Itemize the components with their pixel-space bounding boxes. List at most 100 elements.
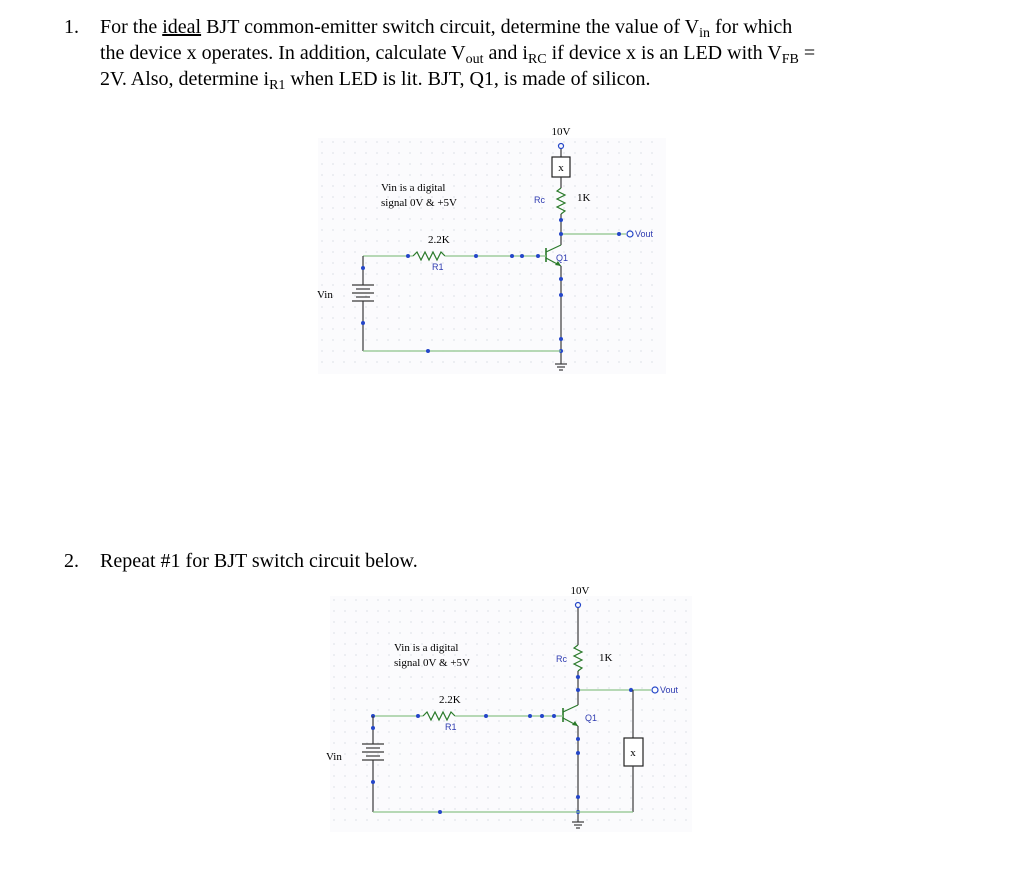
grid-dot bbox=[376, 207, 378, 209]
grid-dot bbox=[376, 262, 378, 264]
grid-dot bbox=[608, 665, 610, 667]
grid-dot bbox=[608, 753, 610, 755]
grid-dot bbox=[608, 632, 610, 634]
grid-dot bbox=[575, 731, 577, 733]
grid-dot bbox=[399, 709, 401, 711]
grid-dot bbox=[674, 610, 676, 612]
grid-dot bbox=[586, 819, 588, 821]
grid-dot bbox=[542, 720, 544, 722]
grid-dot bbox=[410, 808, 412, 810]
grid-dot bbox=[366, 621, 368, 623]
grid-dot bbox=[476, 599, 478, 601]
grid-dot bbox=[377, 808, 379, 810]
grid-dot bbox=[388, 819, 390, 821]
grid-dot bbox=[586, 599, 588, 601]
grid-dot bbox=[365, 328, 367, 330]
grid-dot bbox=[409, 229, 411, 231]
grid-dot bbox=[674, 632, 676, 634]
grid-dot bbox=[585, 218, 587, 220]
grid-dot bbox=[365, 295, 367, 297]
grid-dot bbox=[465, 643, 467, 645]
grid-dot bbox=[640, 328, 642, 330]
grid-dot bbox=[607, 174, 609, 176]
node-dot bbox=[536, 254, 540, 258]
grid-dot bbox=[674, 643, 676, 645]
grid-dot bbox=[596, 141, 598, 143]
grid-dot bbox=[355, 698, 357, 700]
grid-dot bbox=[388, 742, 390, 744]
grid-dot bbox=[376, 317, 378, 319]
grid-dot bbox=[685, 764, 687, 766]
grid-dot bbox=[508, 218, 510, 220]
grid-dot bbox=[586, 687, 588, 689]
grid-dot bbox=[619, 764, 621, 766]
grid-dot bbox=[432, 797, 434, 799]
note-line-2: signal 0V & +5V bbox=[394, 657, 470, 669]
grid-dot bbox=[333, 610, 335, 612]
grid-dot bbox=[420, 306, 422, 308]
grid-dot bbox=[586, 753, 588, 755]
grid-dot bbox=[388, 599, 390, 601]
grid-dot bbox=[354, 218, 356, 220]
grid-dot bbox=[663, 731, 665, 733]
grid-dot bbox=[486, 185, 488, 187]
grid-dot bbox=[498, 687, 500, 689]
grid-dot bbox=[509, 819, 511, 821]
grid-dot bbox=[585, 295, 587, 297]
grid-dot bbox=[498, 731, 500, 733]
grid-dot bbox=[487, 819, 489, 821]
grid-dot bbox=[509, 808, 511, 810]
grid-dot bbox=[619, 742, 621, 744]
grid-dot bbox=[486, 251, 488, 253]
grid-dot bbox=[409, 240, 411, 242]
grid-dot bbox=[453, 328, 455, 330]
grid-dot bbox=[321, 328, 323, 330]
node-dot bbox=[559, 277, 563, 281]
grid-dot bbox=[520, 698, 522, 700]
grid-dot bbox=[388, 665, 390, 667]
grid-dot bbox=[377, 720, 379, 722]
grid-dot bbox=[487, 720, 489, 722]
grid-dot bbox=[377, 643, 379, 645]
grid-dot bbox=[586, 676, 588, 678]
grid-dot bbox=[663, 599, 665, 601]
grid-dot bbox=[629, 251, 631, 253]
grid-dot bbox=[553, 610, 555, 612]
grid-dot bbox=[410, 742, 412, 744]
grid-dot bbox=[596, 273, 598, 275]
grid-dot bbox=[409, 218, 411, 220]
grid-dot bbox=[585, 196, 587, 198]
grid-dot bbox=[531, 632, 533, 634]
r1-resistor bbox=[422, 710, 456, 722]
grid-dot bbox=[475, 218, 477, 220]
grid-dot bbox=[651, 262, 653, 264]
rc-value: 1K bbox=[577, 192, 591, 204]
grid-dot bbox=[332, 229, 334, 231]
grid-dot bbox=[597, 599, 599, 601]
grid-dot bbox=[585, 361, 587, 363]
grid-dot bbox=[663, 764, 665, 766]
grid-dot bbox=[597, 676, 599, 678]
grid-dot bbox=[387, 163, 389, 165]
grid-dot bbox=[465, 819, 467, 821]
grid-dot bbox=[641, 808, 643, 810]
grid-dot bbox=[321, 152, 323, 154]
grid-dot bbox=[398, 196, 400, 198]
grid-dot bbox=[541, 240, 543, 242]
grid-dot bbox=[531, 731, 533, 733]
grid-dot bbox=[552, 207, 554, 209]
grid-dot bbox=[651, 229, 653, 231]
grid-dot bbox=[420, 284, 422, 286]
grid-dot bbox=[498, 599, 500, 601]
grid-dot bbox=[332, 163, 334, 165]
subscript: out bbox=[465, 52, 484, 67]
supply-terminal bbox=[557, 142, 565, 150]
grid-dot bbox=[365, 163, 367, 165]
supply-label: 10V bbox=[552, 126, 571, 138]
rc-value: 1K bbox=[599, 652, 613, 664]
grid-dot bbox=[619, 720, 621, 722]
grid-dot bbox=[541, 174, 543, 176]
grid-dot bbox=[421, 698, 423, 700]
grid-dot bbox=[575, 687, 577, 689]
grid-dot bbox=[486, 328, 488, 330]
